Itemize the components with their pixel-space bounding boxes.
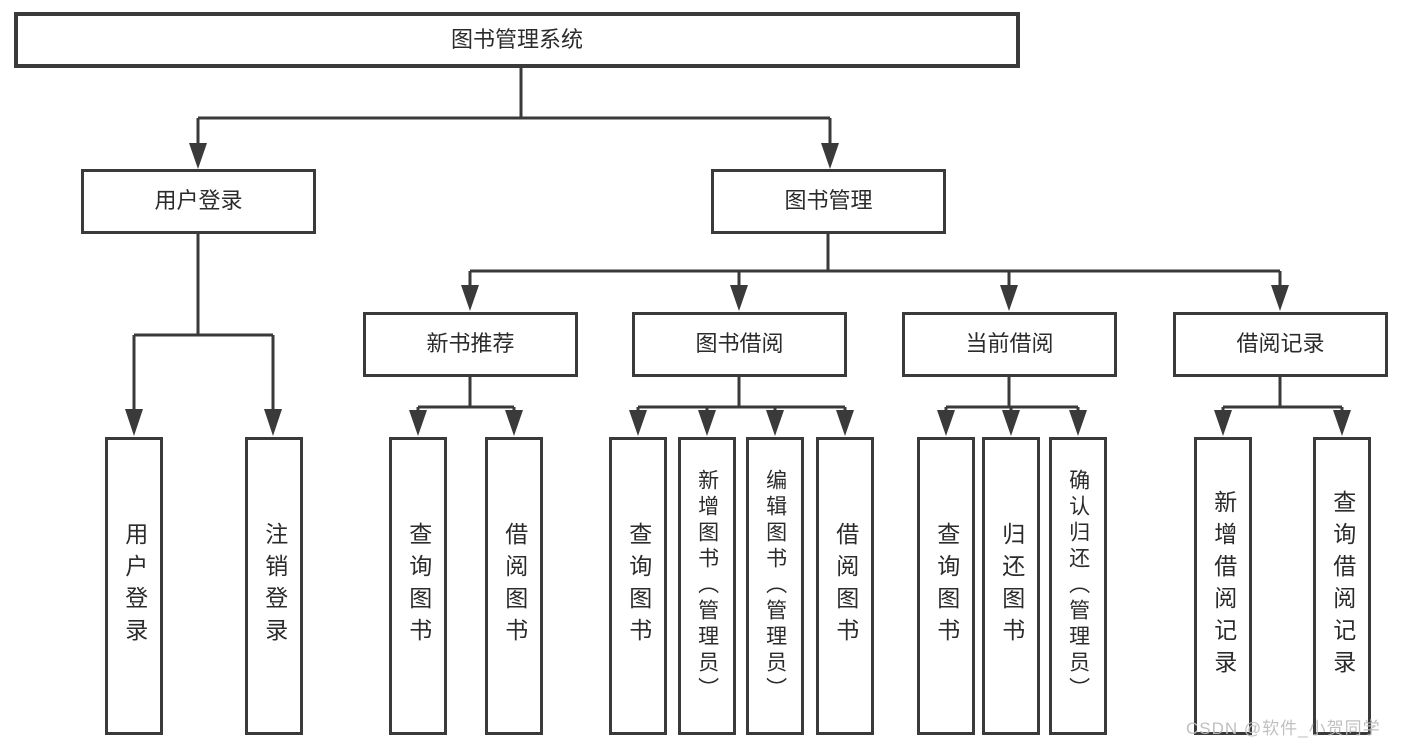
leaf-edit-book-admin-label: 编辑图书（管理员） — [763, 469, 787, 703]
leaf-borrow-books-label: 借阅图书 — [832, 522, 859, 650]
leaf-query-borrow-record: 查询借阅记录 — [1313, 437, 1371, 735]
leaf-add-borrow-record: 新增借阅记录 — [1194, 437, 1252, 735]
leaf-query-books-current: 查询图书 — [917, 437, 975, 735]
node-user-login: 用户登录 — [81, 169, 316, 234]
leaf-borrow-books-recommend-label: 借阅图书 — [501, 522, 528, 650]
node-library-system: 图书管理系统 — [14, 12, 1020, 68]
node-new-book-recommend-label: 新书推荐 — [426, 331, 515, 357]
leaf-edit-book-admin: 编辑图书（管理员） — [746, 437, 804, 735]
leaf-user-login-label: 用户登录 — [121, 522, 148, 650]
leaf-query-books-recommend: 查询图书 — [389, 437, 447, 735]
leaf-add-book-admin-label: 新增图书（管理员） — [695, 469, 719, 703]
node-book-borrowing-label: 图书借阅 — [695, 331, 784, 357]
leaf-query-borrow-record-label: 查询借阅记录 — [1329, 490, 1356, 682]
node-book-management: 图书管理 — [711, 169, 946, 234]
leaf-query-books-recommend-label: 查询图书 — [405, 522, 432, 650]
leaf-logout-label: 注销登录 — [261, 522, 288, 650]
node-book-management-label: 图书管理 — [784, 188, 873, 214]
node-new-book-recommend: 新书推荐 — [363, 312, 578, 377]
node-current-borrowing-label: 当前借阅 — [965, 331, 1054, 357]
leaf-return-books: 归还图书 — [982, 437, 1040, 735]
node-borrowing-records-label: 借阅记录 — [1236, 331, 1325, 357]
leaf-user-login: 用户登录 — [105, 437, 163, 735]
leaf-borrow-books: 借阅图书 — [816, 437, 874, 735]
leaf-borrow-books-recommend: 借阅图书 — [485, 437, 543, 735]
leaf-add-borrow-record-label: 新增借阅记录 — [1210, 490, 1237, 682]
leaf-confirm-return-admin-label: 确认归还（管理员） — [1066, 469, 1090, 703]
node-book-borrowing: 图书借阅 — [632, 312, 847, 377]
watermark-text: CSDN @软件_小贺同学 — [1186, 719, 1381, 738]
leaf-confirm-return-admin: 确认归还（管理员） — [1049, 437, 1107, 735]
node-borrowing-records: 借阅记录 — [1173, 312, 1388, 377]
node-library-system-label: 图书管理系统 — [450, 26, 583, 52]
node-user-login-label: 用户登录 — [154, 188, 243, 214]
arrowheads — [125, 143, 1351, 436]
leaf-query-books-current-label: 查询图书 — [933, 522, 960, 650]
leaf-logout: 注销登录 — [245, 437, 303, 735]
leaf-add-book-admin: 新增图书（管理员） — [678, 437, 736, 735]
node-current-borrowing: 当前借阅 — [902, 312, 1117, 377]
leaf-query-books-borrowing-label: 查询图书 — [625, 522, 652, 650]
leaf-return-books-label: 归还图书 — [998, 522, 1025, 650]
leaf-query-books-borrowing: 查询图书 — [609, 437, 667, 735]
